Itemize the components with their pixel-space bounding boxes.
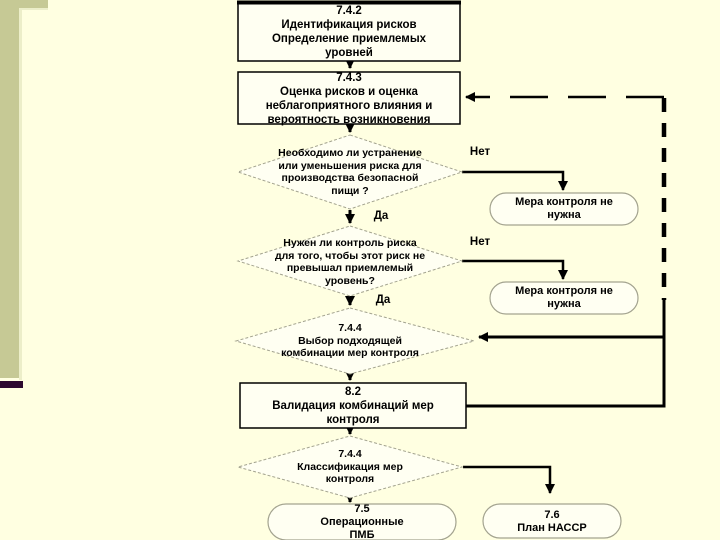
terminator-oprp (267, 503, 457, 540)
decision-eliminate-diamond (236, 134, 464, 210)
sidebar-top-strip (0, 0, 48, 10)
validation-box-label: 8.2 Валидация комбинаций мер контроля (272, 385, 434, 426)
haccp-plan-label: 7.6 План НАССР (517, 508, 587, 534)
edge-label-yes1: Да (373, 209, 389, 222)
oprp-label: 7.5 Операционные ПМБ (320, 502, 404, 540)
edge-label-no2: Нет (469, 235, 491, 248)
decision-control-label: Нужен ли контроль риска для того, чтобы … (274, 237, 426, 287)
select-combo-label: 7.4.4 Выбор подходящей комбинации мер ко… (281, 322, 419, 360)
edge-label-no1: Нет (469, 145, 491, 158)
edge-label-yes2: Да (375, 293, 391, 306)
accent-bar (0, 381, 23, 388)
edge-to-haccp-plan (463, 465, 555, 494)
decision-control-diamond (236, 225, 464, 297)
terminator-no-control-2 (489, 281, 639, 315)
feedback-solid-from-validation (466, 298, 666, 408)
terminator-no-control-1 (489, 192, 639, 226)
process-box-identify (237, 1, 461, 62)
identify-box-label: 7.4.2 Идентификация рисков Определение п… (271, 5, 427, 59)
process-box-validation (239, 382, 467, 429)
edge-no2 (462, 259, 568, 280)
edge-no1 (462, 170, 568, 191)
terminator-haccp-plan (482, 503, 622, 539)
decision-classification-diamond (236, 435, 464, 499)
no-control-1-label: Мера контроля не нужна (515, 196, 613, 221)
assess-box-label: 7.4.3 Оценка рисков и оценка неблагоприя… (265, 71, 433, 126)
decision-select-combo-diamond (234, 307, 476, 375)
no-control-2-label: Мера контроля не нужна (515, 285, 613, 310)
sidebar-strip (0, 0, 19, 378)
decision-eliminate-label: Необходимо ли устранение или уменьшения … (278, 147, 422, 197)
process-box-assess (237, 71, 461, 125)
classification-label: 7.4.4 Классификация мер контроля (297, 448, 403, 486)
sidebar-groove-line (19, 8, 22, 380)
